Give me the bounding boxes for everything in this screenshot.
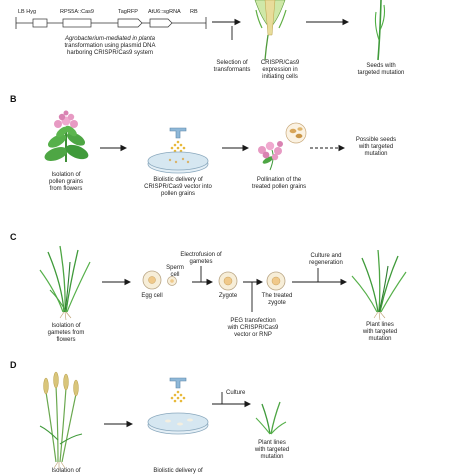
isolation-gametes-label: Isolation of gametes from flowers xyxy=(47,323,85,343)
construct-sgrna-label: AtU6::sgRNA xyxy=(148,9,181,15)
construct-cas9-label: RPS5A::Cas9 xyxy=(60,9,94,15)
flowering-plant-illustration xyxy=(44,110,89,162)
biolistic-label-b: Biolistic delivery of CRISPR/Cas9 vector… xyxy=(144,177,212,197)
sperm-cell-label: Sperm cell xyxy=(166,265,184,278)
gene-gun-nozzle xyxy=(169,127,187,153)
method-caption-rest: transformation using plasmid DNA harbori… xyxy=(64,43,156,56)
panel-label-b: B xyxy=(10,94,17,104)
construct-lb-hyg-label: LB Hyg xyxy=(18,9,37,15)
egg-cell-label: Egg cell xyxy=(141,293,163,299)
culture-label-d: Culture xyxy=(226,390,246,396)
treated-zygote-label: The treated zygote xyxy=(261,293,293,306)
zygote-label: Zygote xyxy=(218,293,238,299)
gene-gun-nozzle-d xyxy=(169,377,187,403)
pollinated-flowers-illustration xyxy=(258,122,307,171)
seedling-d xyxy=(255,401,287,435)
panel-label-c: C xyxy=(10,232,17,242)
method-caption-italic: Agrobacterium-mediated in planta xyxy=(64,36,156,42)
construct-rb-label: RB xyxy=(190,9,198,15)
panel-b xyxy=(44,110,346,174)
wheat-plant-d xyxy=(39,371,83,470)
treated-zygote-cell xyxy=(266,271,286,291)
mature-plant-illustration xyxy=(374,0,386,61)
panel-label-d: D xyxy=(10,360,17,370)
biolistic-partial-label-d: Biolistic delivery of xyxy=(153,468,203,474)
pollination-label: Pollination of the treated pollen grains xyxy=(251,177,307,190)
expression-label: CRISPR/Cas9 expression in initiating cel… xyxy=(260,60,300,80)
isolation-partial-label-d: Isolation of xyxy=(51,468,81,474)
peg-transfection-label: PEG transfection with CRISPR/Cas9 vector… xyxy=(227,318,279,338)
plant-lines-label-d: Plant lines with targeted mutation xyxy=(254,440,290,460)
culture-regeneration-label: Culture and regeneration xyxy=(309,253,343,266)
selection-label: Selection of transformants xyxy=(213,60,251,73)
plasmid-construct xyxy=(15,17,207,29)
construct-tagrfp-label: TagRFP xyxy=(118,9,138,15)
petri-dish-d xyxy=(147,412,209,435)
zygote-cell xyxy=(218,271,238,291)
petri-dish-b xyxy=(147,151,209,174)
isolation-pollen-label: Isolation of pollen grains from flowers xyxy=(48,172,84,192)
possible-seeds-label: Possible seeds with targeted mutation xyxy=(355,137,397,157)
grass-plant-c-left xyxy=(39,245,91,321)
panel-d xyxy=(39,371,287,470)
seeds-label: Seeds with targeted mutation xyxy=(357,63,405,76)
panel-c xyxy=(39,245,407,321)
egg-and-sperm-cells xyxy=(142,270,177,290)
plant-lines-label-c: Plant lines with targeted mutation xyxy=(362,322,398,342)
grass-plant-c-right xyxy=(351,249,407,321)
electrofusion-label: Electrofusion of gametes xyxy=(180,252,222,265)
panel-a xyxy=(15,0,386,61)
wheat-spike-illustration xyxy=(254,0,287,61)
